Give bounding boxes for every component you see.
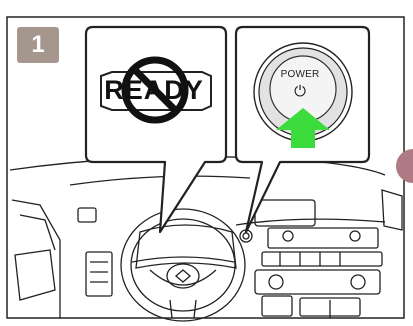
power-button-label: POWER	[280, 69, 320, 80]
side-marker-circle	[396, 149, 413, 183]
dashboard-drawing	[9, 156, 403, 322]
power-symbol-icon: ⏻	[294, 82, 306, 100]
ready-callout	[84, 25, 228, 234]
step-number-badge: 1	[17, 27, 59, 63]
